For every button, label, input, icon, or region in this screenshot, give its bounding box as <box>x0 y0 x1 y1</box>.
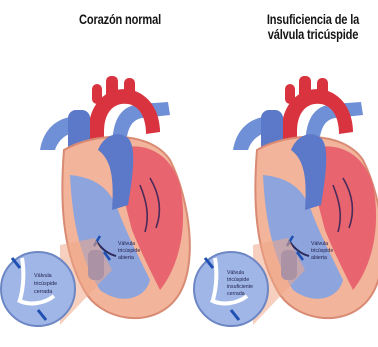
svg-text:Válvula: Válvula <box>34 273 52 279</box>
svg-text:Válvula: Válvula <box>118 241 135 247</box>
svg-text:tricúspide: tricúspide <box>34 281 57 287</box>
svg-text:Válvula: Válvula <box>227 270 244 276</box>
svg-text:abierta: abierta <box>311 255 327 261</box>
svg-text:cerrada: cerrada <box>227 291 245 297</box>
svg-text:Válvula: Válvula <box>311 241 328 247</box>
svg-text:tricúspide: tricúspide <box>118 248 140 254</box>
svg-text:insuficiente: insuficiente <box>227 284 253 290</box>
svg-text:tricúspide: tricúspide <box>227 277 249 283</box>
svg-text:abierta: abierta <box>118 255 134 261</box>
zoom-insufficiency <box>194 238 305 326</box>
svg-text:cerrada: cerrada <box>34 289 52 295</box>
svg-text:tricúspide: tricúspide <box>311 248 333 254</box>
